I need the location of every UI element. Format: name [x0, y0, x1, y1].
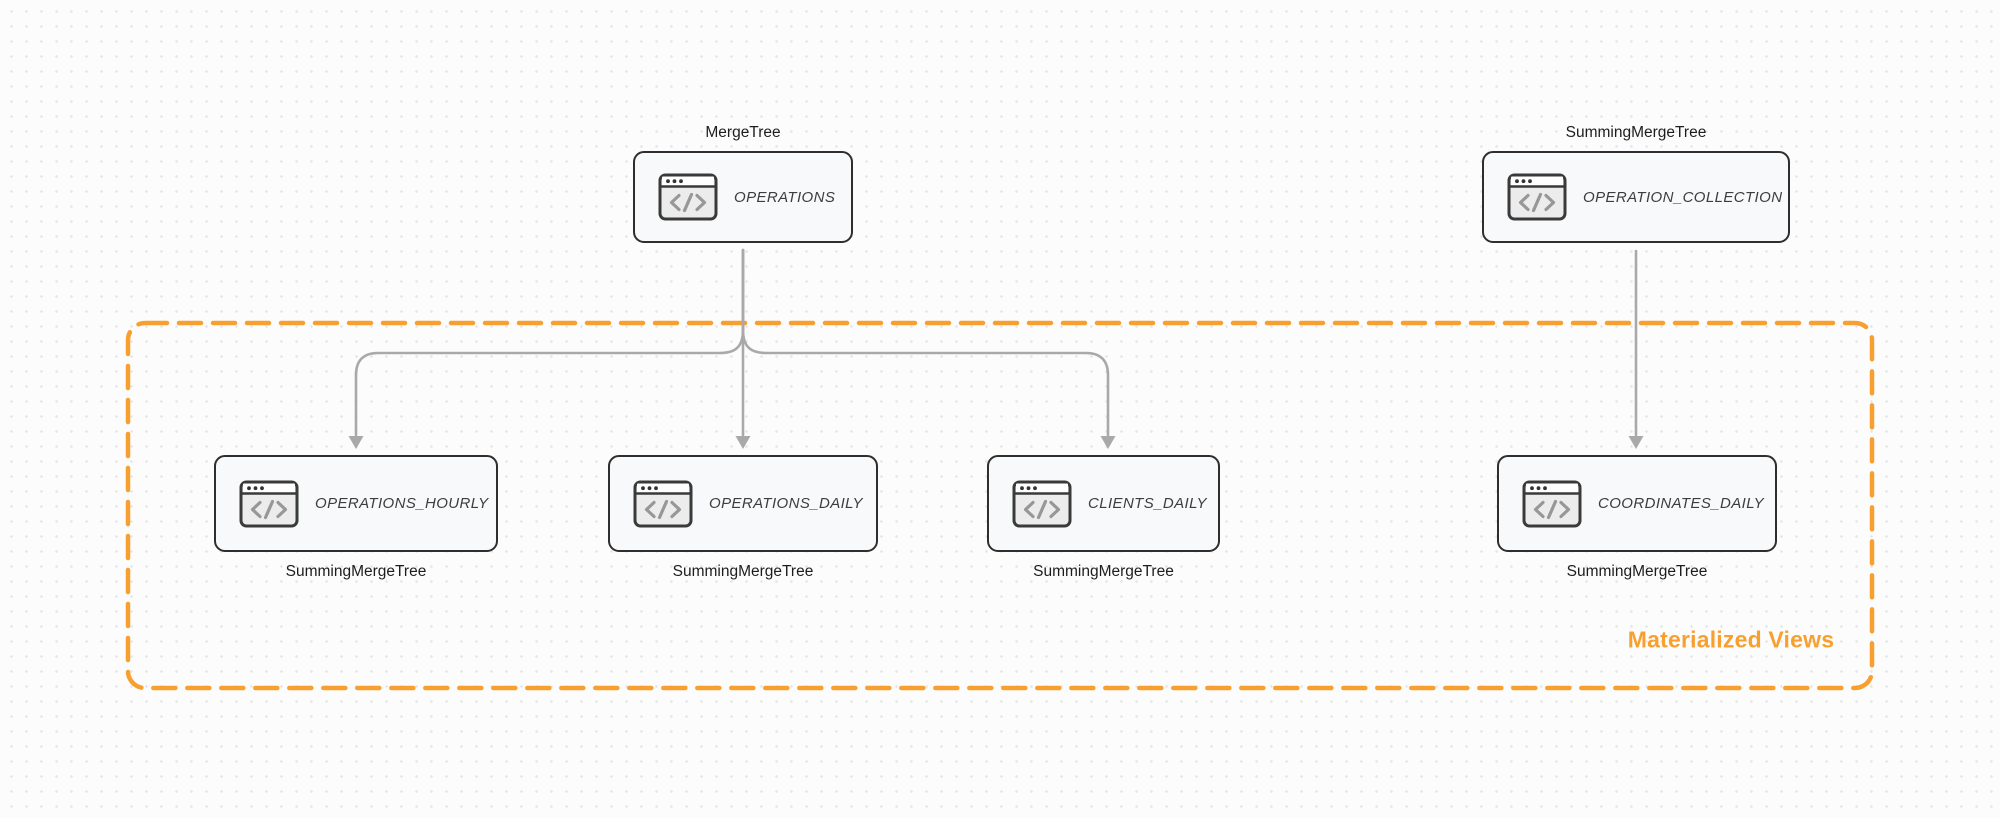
- node-box-coordinates-daily[interactable]: COORDINATES_DAILY: [1497, 455, 1777, 552]
- arrow-operations-to-clients-daily: [741, 248, 1110, 437]
- node-clients-daily: CLIENTS_DAILY SummingMergeTree: [987, 455, 1220, 581]
- engine-label: SummingMergeTree: [285, 563, 427, 580]
- table-name: OPERATION_COLLECTION: [1583, 188, 1783, 206]
- arrowhead-icon: [1100, 436, 1116, 449]
- materialized-views-group-label: Materialized Views: [1627, 626, 1835, 653]
- code-browser-window-icon: [633, 480, 693, 527]
- node-box-operations-hourly[interactable]: OPERATIONS_HOURLY: [214, 455, 498, 552]
- code-browser-window-icon: [239, 480, 299, 527]
- node-coordinates-daily: COORDINATES_DAILY SummingMergeTree: [1497, 455, 1777, 581]
- node-box-operations[interactable]: OPERATIONS: [633, 151, 853, 243]
- arrowhead-icon: [1628, 436, 1644, 449]
- table-name: OPERATIONS_HOURLY: [315, 495, 489, 512]
- code-browser-window-icon: [1507, 173, 1567, 221]
- arrowhead-icon: [735, 436, 751, 449]
- engine-label: SummingMergeTree: [1566, 563, 1708, 580]
- code-browser-window-icon: [1012, 480, 1072, 527]
- node-operations: MergeTree OPERATIONS: [633, 124, 853, 243]
- arrow-operations-to-operations-hourly: [354, 248, 745, 437]
- code-browser-window-icon: [1522, 480, 1582, 527]
- arrowhead-icon: [348, 436, 364, 449]
- engine-label: SummingMergeTree: [1033, 563, 1174, 580]
- node-operations-daily: OPERATIONS_DAILY SummingMergeTree: [608, 455, 878, 581]
- node-box-clients-daily[interactable]: CLIENTS_DAILY: [987, 455, 1220, 552]
- table-name: COORDINATES_DAILY: [1598, 495, 1765, 512]
- node-operation-collection: SummingMergeTree OPERATION_COLLECTION: [1482, 124, 1790, 243]
- node-operations-hourly: OPERATIONS_HOURLY SummingMergeTree: [214, 455, 498, 581]
- table-name: OPERATIONS: [734, 188, 836, 206]
- code-browser-window-icon: [658, 173, 718, 221]
- table-name: CLIENTS_DAILY: [1088, 495, 1207, 512]
- engine-label: SummingMergeTree: [672, 563, 814, 580]
- engine-label: MergeTree: [705, 124, 781, 141]
- node-box-operation-collection[interactable]: OPERATION_COLLECTION: [1482, 151, 1790, 243]
- engine-label: SummingMergeTree: [1565, 124, 1707, 141]
- table-name: OPERATIONS_DAILY: [709, 495, 863, 512]
- node-box-operations-daily[interactable]: OPERATIONS_DAILY: [608, 455, 878, 552]
